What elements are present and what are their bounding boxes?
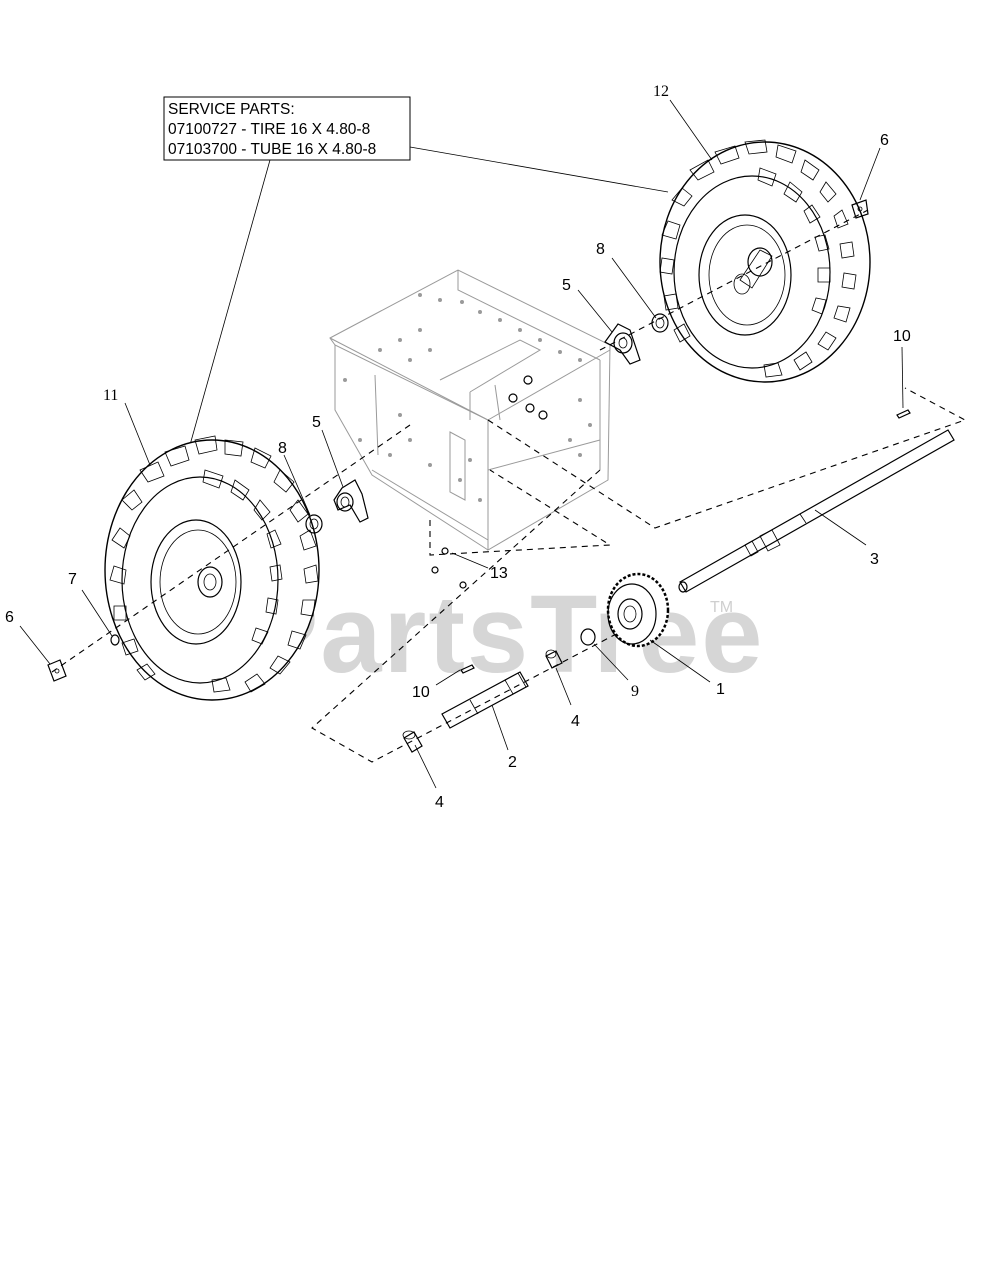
callout-6-right: 6 xyxy=(880,132,889,149)
key-right xyxy=(896,409,911,419)
callout-10-right: 10 xyxy=(893,328,911,345)
clip-left xyxy=(110,634,120,646)
spacer-ring xyxy=(580,628,596,646)
callout-8-right: 8 xyxy=(596,241,605,258)
callout-10-left: 10 xyxy=(412,684,430,701)
hub-clip-left xyxy=(47,659,67,682)
right-tire-treads xyxy=(659,139,857,378)
bearing-flange-left xyxy=(333,479,369,523)
watermark-trademark: TM xyxy=(710,599,733,616)
right-tire-wheel xyxy=(659,139,871,383)
callout-4-lower: 4 xyxy=(435,794,444,811)
drive-gear xyxy=(606,572,670,648)
shaft-centerline-upper xyxy=(487,387,967,529)
bushing-lower xyxy=(402,730,423,753)
service-part-tube: 07103700 - TUBE 16 X 4.80-8 xyxy=(168,141,376,158)
leader-box-to-right-tire xyxy=(409,146,669,193)
pinion-shaft xyxy=(441,671,529,729)
service-parts-box: SERVICE PARTS: 07100727 - TIRE 16 X 4.80… xyxy=(163,96,411,161)
bolt-centerline xyxy=(429,469,612,556)
frame-housing xyxy=(329,269,611,551)
bearing-flange-right xyxy=(604,323,641,365)
callout-9: 9 xyxy=(631,683,639,700)
callout-4-upper: 4 xyxy=(571,713,580,730)
callout-12: 12 xyxy=(653,83,669,100)
callout-7: 7 xyxy=(68,571,77,588)
callout-5-left: 5 xyxy=(312,414,321,431)
shaft-centerline-lower xyxy=(311,469,621,763)
callout-3: 3 xyxy=(870,551,879,568)
washer-right xyxy=(651,313,669,333)
main-shaft xyxy=(678,429,955,593)
callout-5-right: 5 xyxy=(562,277,571,294)
watermark-text: PartsTree xyxy=(245,573,764,696)
left-tire-treads xyxy=(109,435,319,693)
callout-1: 1 xyxy=(716,681,725,698)
washer-left xyxy=(305,514,323,534)
callout-2: 2 xyxy=(508,754,517,771)
callout-8-left: 8 xyxy=(278,440,287,457)
bushing-upper xyxy=(545,649,563,669)
callout-11: 11 xyxy=(103,387,118,404)
callout-leaders xyxy=(19,99,904,789)
bolts xyxy=(431,547,467,589)
left-tire-wheel xyxy=(104,435,320,701)
service-part-tire: 07100727 - TIRE 16 X 4.80-8 xyxy=(168,121,370,138)
key-left xyxy=(460,664,475,674)
callout-6-left: 6 xyxy=(5,609,14,626)
leader-box-to-left-tire xyxy=(187,159,271,453)
hub-clip-right xyxy=(851,199,869,219)
service-parts-heading: SERVICE PARTS: xyxy=(168,101,295,118)
callout-13: 13 xyxy=(490,565,508,582)
